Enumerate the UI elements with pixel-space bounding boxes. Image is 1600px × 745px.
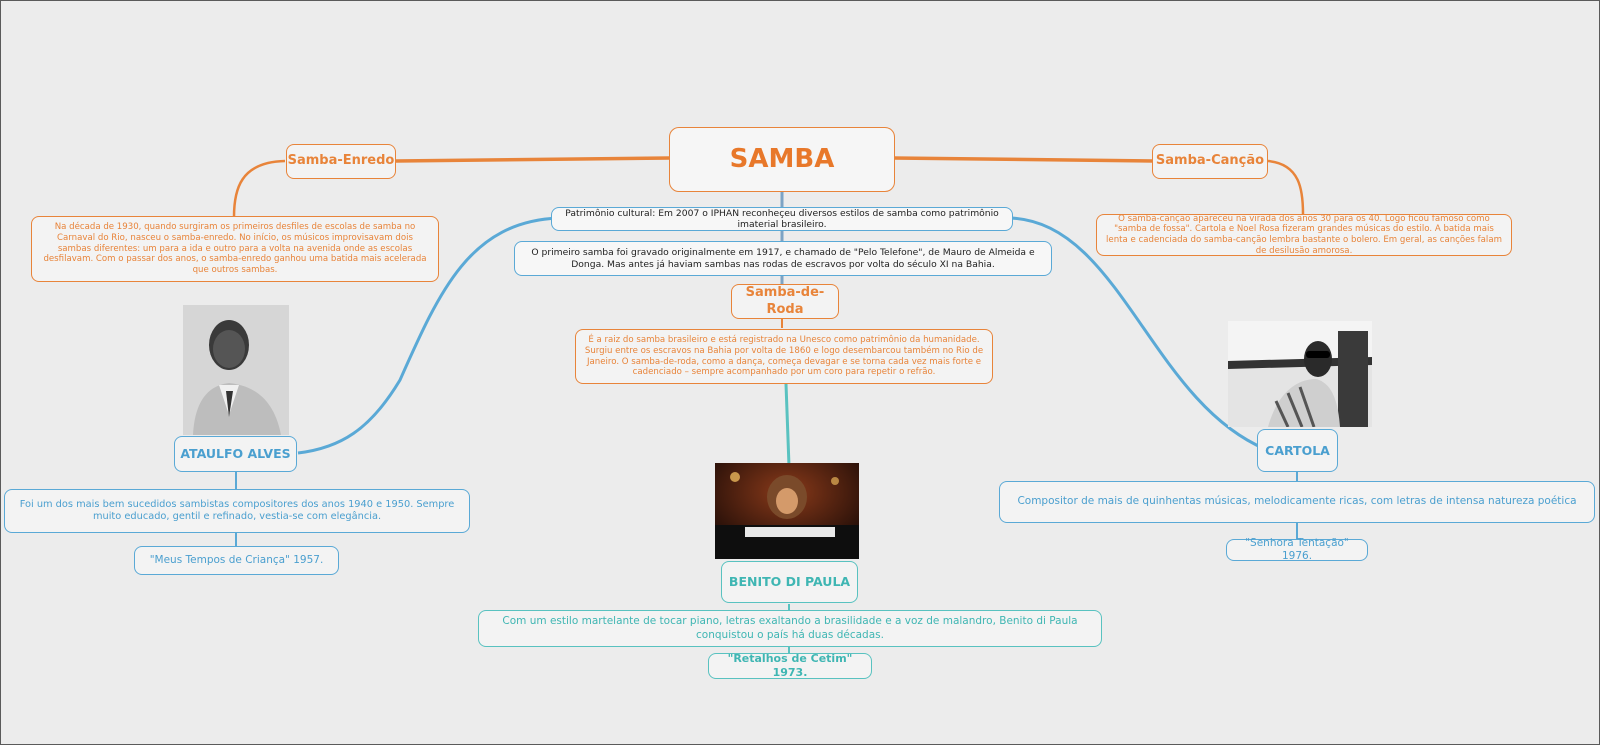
ataulfo-alves-node[interactable]: ATAULFO ALVES bbox=[174, 436, 297, 472]
samba-enredo-text[interactable]: Na década de 1930, quando surgiram os pr… bbox=[31, 216, 439, 282]
central-topic-samba[interactable]: SAMBA bbox=[669, 127, 895, 192]
ataulfo-alves-description[interactable]: Foi um dos mais bem sucedidos sambistas … bbox=[4, 489, 470, 533]
samba-de-roda-node[interactable]: Samba-de-Roda bbox=[731, 284, 839, 319]
link-cartola bbox=[1009, 216, 1266, 451]
cartola-node[interactable]: CARTOLA bbox=[1257, 429, 1338, 472]
link-cancao-text bbox=[1267, 159, 1305, 215]
link-benito bbox=[784, 383, 791, 467]
samba-cancao-node[interactable]: Samba-Canção bbox=[1152, 144, 1268, 179]
benito-di-paula-song[interactable]: "Retalhos de Cetim" 1973. bbox=[708, 652, 872, 679]
link-samba-cancao bbox=[892, 156, 1155, 163]
benito-di-paula-node[interactable]: BENITO DI PAULA bbox=[721, 561, 858, 603]
primeiro-samba-note[interactable]: O primeiro samba foi gravado originalmen… bbox=[514, 241, 1052, 276]
link-ataulfo bbox=[297, 216, 559, 455]
link-enredo-text bbox=[232, 159, 286, 218]
benito-di-paula-description[interactable]: Com um estilo martelante de tocar piano,… bbox=[478, 610, 1102, 647]
samba-de-roda-text[interactable]: É a raiz do samba brasileiro e está regi… bbox=[575, 329, 993, 384]
benito-di-paula-photo bbox=[715, 463, 859, 559]
cartola-description[interactable]: Compositor de mais de quinhentas músicas… bbox=[999, 481, 1595, 523]
link-samba-enredo bbox=[395, 156, 671, 163]
ataulfo-alves-song[interactable]: "Meus Tempos de Criança" 1957. bbox=[134, 546, 339, 575]
cartola-photo bbox=[1228, 321, 1372, 427]
patrimonio-note[interactable]: Patrimônio cultural: Em 2007 o IPHAN rec… bbox=[551, 207, 1013, 231]
samba-enredo-node[interactable]: Samba-Enredo bbox=[286, 144, 396, 179]
ataulfo-alves-photo bbox=[183, 305, 289, 435]
samba-cancao-text[interactable]: O samba-canção apareceu na virada dos an… bbox=[1096, 214, 1512, 256]
cartola-song[interactable]: "Senhora Tentação" 1976. bbox=[1226, 537, 1368, 562]
